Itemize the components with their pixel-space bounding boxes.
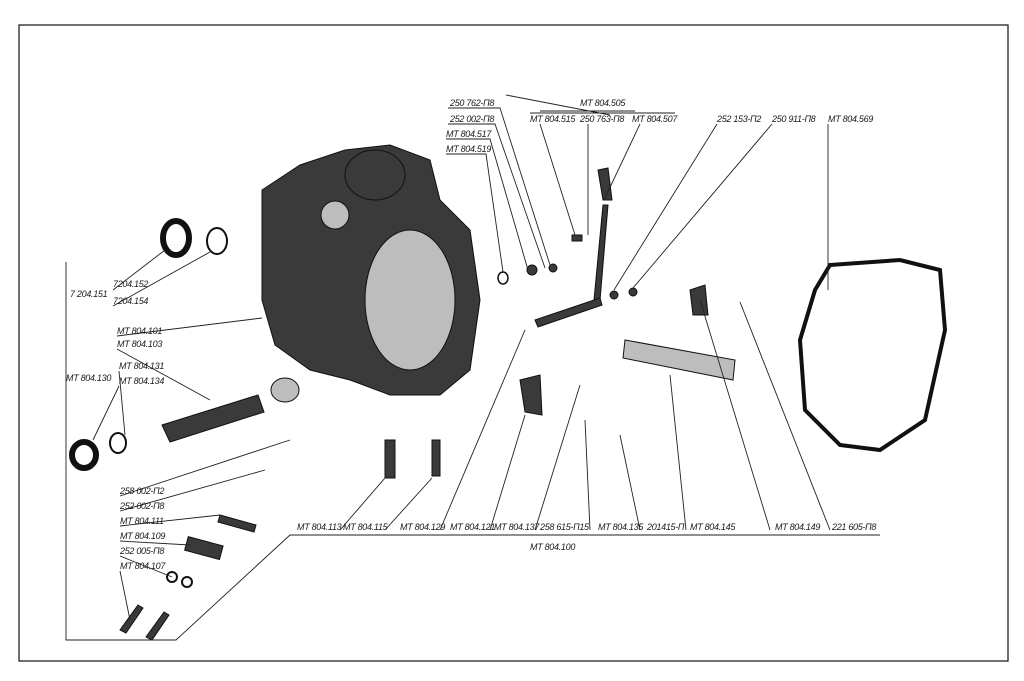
label-804107: МТ 804.107 — [120, 561, 166, 571]
frame-border — [18, 24, 1009, 662]
o-ring — [206, 227, 228, 255]
leader-lines — [65, 94, 880, 641]
label-804113: МТ 804.113 — [297, 522, 342, 532]
label-252002: 252 002-П8 — [449, 114, 494, 124]
label-258615: 258 615-П15 — [539, 522, 590, 532]
label-804145: МТ 804.145 — [690, 522, 736, 532]
label-252002b: 252 002-П8 — [119, 501, 164, 511]
label-804137: МТ 804.137 — [494, 522, 540, 532]
label-804121: МТ 804.121 — [450, 522, 495, 532]
label-250763: 250 763-П8 — [579, 114, 624, 124]
oil-seal — [160, 218, 192, 258]
label-804505: МТ 804.505 — [580, 98, 626, 108]
label-221605: 221 605-П8 — [831, 522, 876, 532]
label-804517: МТ 804.517 — [446, 129, 492, 139]
label-252005: 252 005-П8 — [119, 546, 164, 556]
selector-shaft — [519, 284, 736, 416]
cover-gasket — [797, 257, 948, 453]
part-labels: 250 762-П8 252 002-П8 МТ 804.517 МТ 804.… — [66, 98, 877, 571]
label-804131: МТ 804.131 — [119, 361, 164, 371]
crankcase-housing — [261, 144, 481, 403]
label-258002: 258 002-П2 — [119, 486, 164, 496]
label-804100: МТ 804.100 — [530, 542, 575, 552]
label-804111: МТ 804.111 — [120, 516, 164, 526]
label-804134: МТ 804.134 — [119, 376, 164, 386]
label-7204154: 7204.154 — [113, 296, 148, 306]
label-252153: 252 153-П2 — [716, 114, 761, 124]
tube — [161, 394, 265, 443]
label-804569: МТ 804.569 — [828, 114, 873, 124]
label-804149: МТ 804.149 — [775, 522, 820, 532]
bush — [69, 432, 127, 471]
label-804115: МТ 804.115 — [343, 522, 389, 532]
label-201415: 201415-П — [646, 522, 685, 532]
label-804130: МТ 804.130 — [66, 373, 111, 383]
label-804135: МТ 804.135 — [598, 522, 644, 532]
label-804109: МТ 804.109 — [120, 531, 165, 541]
shift-lever — [497, 167, 638, 328]
label-250911: 250 911-П8 — [771, 114, 816, 124]
label-7204151: 7 204.151 — [70, 289, 108, 299]
label-804129: МТ 804.129 — [400, 522, 445, 532]
label-804101: МТ 804.101 — [117, 326, 162, 336]
label-804103: МТ 804.103 — [117, 339, 162, 349]
label-804507: МТ 804.507 — [632, 114, 678, 124]
label-804515: МТ 804.515 — [530, 114, 576, 124]
pins — [119, 439, 441, 641]
label-250762: 250 762-П8 — [449, 98, 494, 108]
label-804519: МТ 804.519 — [446, 144, 491, 154]
label-7204152: 7204.152 — [113, 279, 148, 289]
